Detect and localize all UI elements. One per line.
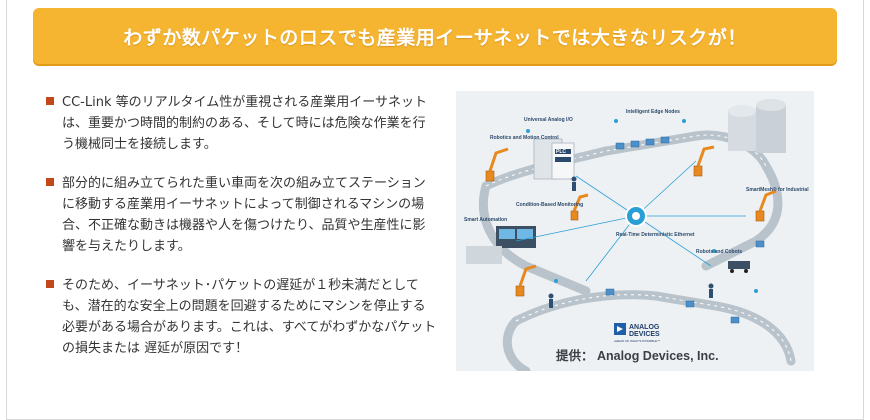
- headline-banner: わずか数パケットのロスでも産業用イーサネットでは大きなリスクが！: [33, 8, 837, 64]
- label-smartmesh: SmartMesh® for Industrial: [746, 186, 809, 193]
- label-edge-nodes: Intelligent Edge Nodes: [626, 109, 680, 115]
- bullet-list: CC-Link 等のリアルタイム性が重視される産業用イーサネットは、重要かつ時間…: [46, 92, 438, 377]
- package-crates: [605, 136, 765, 324]
- network-hub-icon: [515, 160, 746, 282]
- logo-line2: DEVICES: [629, 331, 660, 338]
- bullet-square-icon: [46, 178, 54, 186]
- factory-diagram: PLC: [456, 91, 814, 376]
- bullet-text: 部分的に組み立てられた重い車両を次の組み立てステーションに移動する産業用イーサネ…: [62, 176, 426, 254]
- bullet-square-icon: [46, 97, 54, 105]
- wireless-icon: [526, 119, 758, 293]
- silo-tanks: [728, 99, 786, 153]
- logo-line1: ANALOG: [629, 324, 660, 331]
- label-condition: Condition-Based Monitoring: [516, 202, 583, 208]
- bullet-item: CC-Link 等のリアルタイム性が重視される産業用イーサネットは、重要かつ時間…: [46, 92, 438, 155]
- bullet-text: CC-Link 等のリアルタイム性が重視される産業用イーサネットは、重要かつ時間…: [62, 95, 427, 152]
- label-robotics: Robotics and Motion Control: [490, 135, 559, 141]
- label-smart-automation: Smart Automation: [464, 217, 507, 223]
- cobot-cart: [728, 261, 750, 273]
- monitoring-station: [466, 226, 536, 264]
- plc-label: PLC: [556, 149, 566, 155]
- worker-figure: [548, 176, 714, 308]
- logo-tagline: AHEAD OF WHAT'S POSSIBLE™: [614, 339, 660, 343]
- headline-text: わずか数パケットのロスでも産業用イーサネットでは大きなリスクが！: [123, 26, 747, 49]
- factory-illustration: PLC: [456, 91, 814, 376]
- bullet-text: そのため、イーサネット･パケットの遅延が１秒未満だとしても、潜在的な安全上の問題…: [62, 278, 437, 356]
- bullet-item: そのため、イーサネット･パケットの遅延が１秒未満だとしても、潜在的な安全上の問題…: [46, 275, 438, 359]
- label-universal-io: Universal Analog I/O: [524, 117, 573, 123]
- analog-devices-logo: ANALOG DEVICES AHEAD OF WHAT'S POSSIBLE™: [614, 323, 660, 343]
- label-realtime: Real-Time Deterministic Ethernet: [616, 232, 695, 238]
- plc-cabinet: PLC: [533, 138, 575, 180]
- label-cobots: Robots and Cobots: [696, 249, 742, 255]
- robot-arm-icon: [485, 145, 777, 297]
- bullet-item: 部分的に組み立てられた重い車両を次の組み立てステーションに移動する産業用イーサネ…: [46, 173, 438, 257]
- bullet-square-icon: [46, 280, 54, 288]
- image-credit-caption: 提供： Analog Devices, Inc.: [556, 349, 719, 363]
